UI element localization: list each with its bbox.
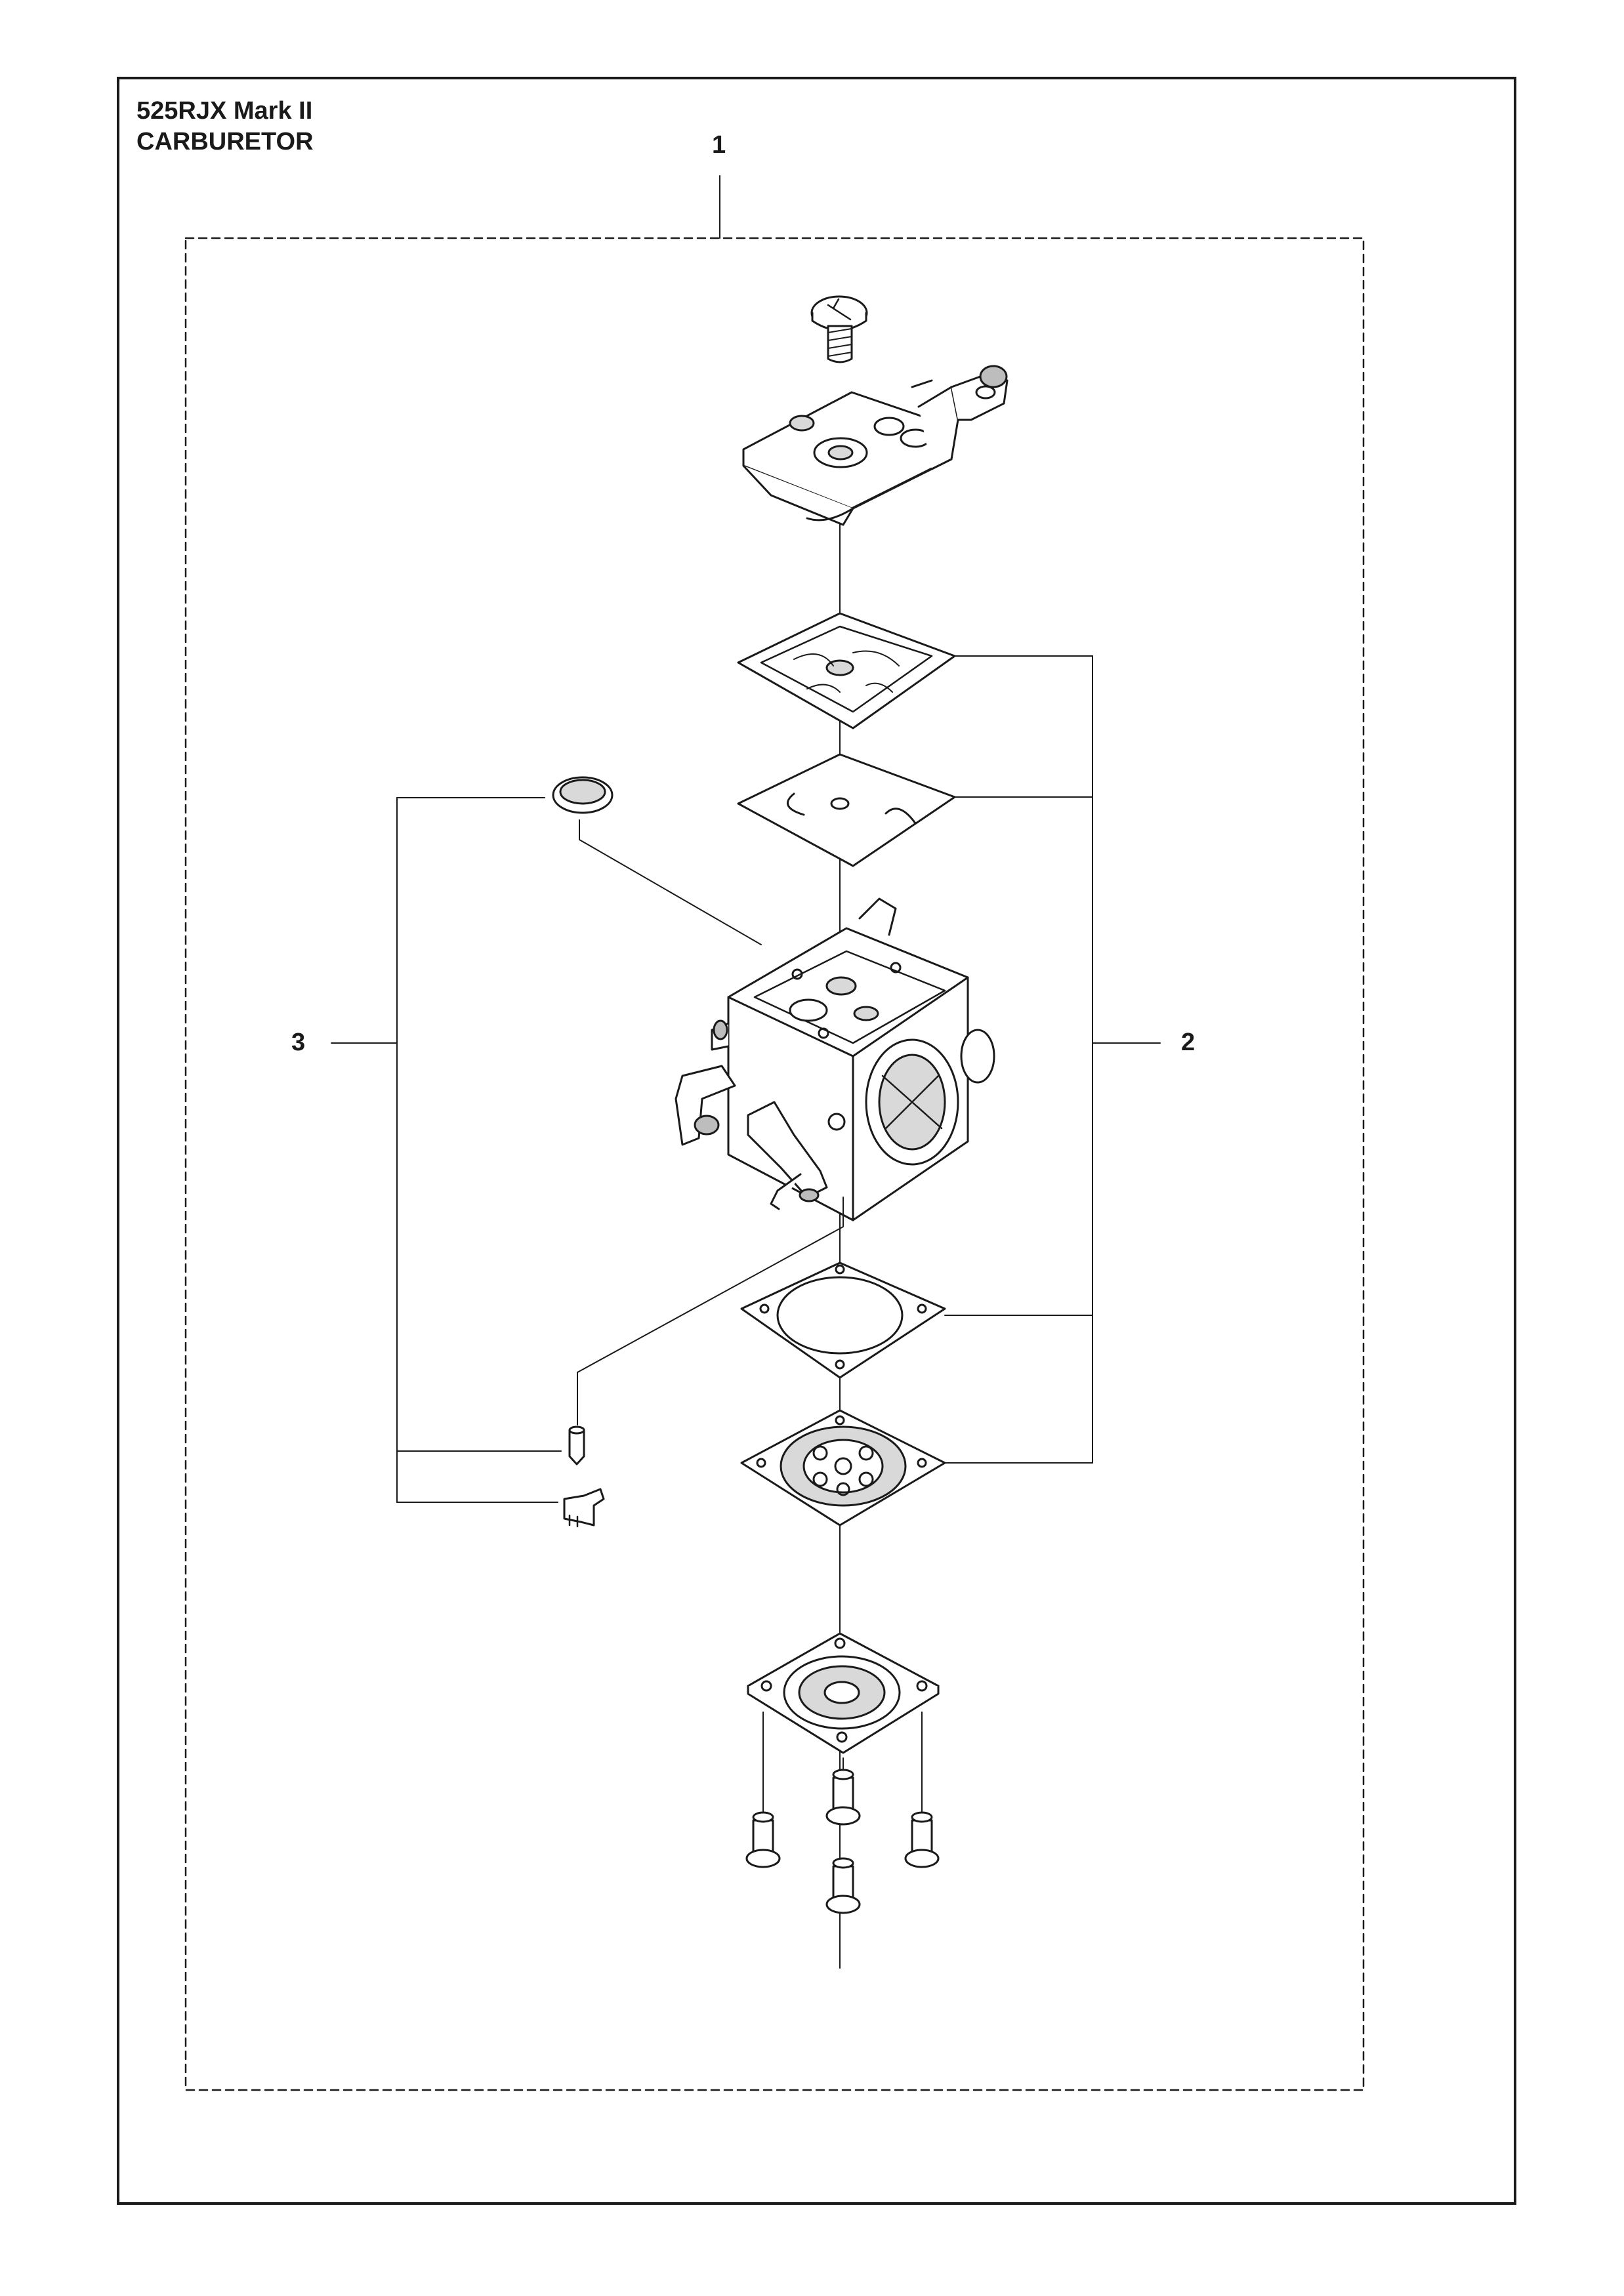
metering-gasket [740, 1261, 946, 1379]
pump-gasket [737, 612, 956, 729]
needle-valve [568, 1197, 844, 1466]
inlet-lever [563, 1488, 605, 1528]
cover-screws [745, 1712, 940, 1914]
bracket-2 [944, 655, 1161, 1464]
drawing-frame [117, 77, 1516, 2205]
carburetor-body [675, 897, 995, 1221]
top-screw [810, 295, 868, 363]
model-title: 525RJX Mark II [136, 97, 313, 125]
metering-cover [747, 1632, 940, 1754]
kit-boundary [184, 237, 1365, 2091]
bracket-3 [331, 797, 562, 1503]
section-title: CARBURETOR [136, 128, 314, 155]
pump-cover [742, 365, 1009, 526]
welch-plug [552, 776, 762, 945]
callout-2: 2 [1181, 1029, 1196, 1056]
callout-1: 1 [712, 131, 726, 159]
callout-3: 3 [291, 1029, 306, 1056]
metering-diaphragm [740, 1409, 946, 1527]
pump-diaphragm [737, 753, 956, 867]
